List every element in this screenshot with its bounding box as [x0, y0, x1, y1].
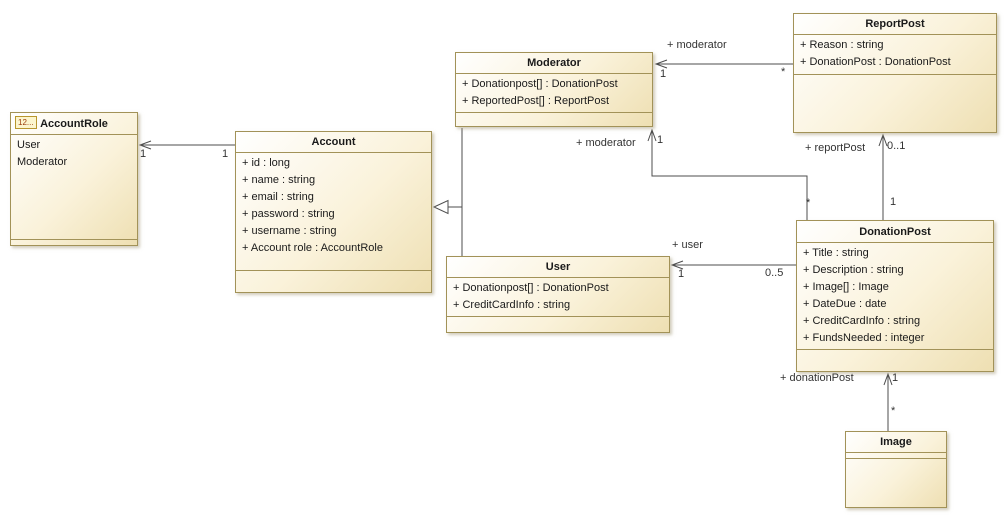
class-title-donationpost: DonationPost [797, 221, 993, 243]
role-label: + moderator [576, 137, 636, 149]
multiplicity-label: 1 [678, 268, 685, 280]
generalization-to-account[interactable] [432, 128, 463, 256]
attribute-row: + DateDue : date [803, 298, 887, 310]
operations-compartment [794, 74, 996, 132]
association-donationpost-moderator[interactable] [647, 128, 808, 220]
class-name: DonationPost [859, 225, 931, 238]
class-box-image[interactable]: Image [845, 431, 947, 508]
class-name: User [545, 261, 571, 273]
role-label: + moderator [667, 39, 727, 51]
multiplicity-label: 0..5 [765, 267, 784, 279]
multiplicity-label: 1 [140, 148, 147, 160]
operations-compartment [11, 239, 137, 245]
operations-compartment [797, 349, 993, 371]
multiplicity-label: * [806, 197, 811, 209]
operations-compartment [846, 458, 946, 507]
attribute-row: + Donationpost[] : DonationPost [453, 282, 609, 294]
operations-compartment [447, 316, 669, 332]
multiplicity-label: 1 [222, 148, 229, 160]
attribute-row: + password : string [242, 208, 335, 220]
class-name: Image [880, 436, 912, 448]
class-box-donationpost[interactable]: DonationPost + Title : string + Descripti… [796, 220, 994, 372]
multiplicity-label: 1 [892, 372, 899, 384]
attribute-row: + email : string [242, 191, 314, 203]
enum-literal: Moderator [17, 156, 68, 168]
role-label: + user [672, 239, 703, 251]
attribute-row: + Image[] : Image [803, 281, 889, 293]
enum-literal: User [17, 139, 41, 151]
attributes-compartment: + Reason : string + DonationPost : Donati… [794, 35, 996, 74]
attributes-compartment: + id : long + name : string + email : stri… [236, 153, 431, 270]
class-box-user[interactable]: User + Donationpost[] : DonationPost + Cr… [446, 256, 670, 333]
association-reportpost-moderator[interactable] [654, 59, 793, 69]
attribute-row: + CreditCardInfo : string [803, 315, 921, 327]
attribute-row: + Title : string [803, 247, 869, 259]
attributes-compartment: + Donationpost[] : DonationPost + Reporte… [456, 74, 652, 112]
attribute-row: + Donationpost[] : DonationPost [462, 78, 618, 90]
attribute-row: + FundsNeeded : integer [803, 332, 925, 344]
multiplicity-label: * [891, 405, 896, 417]
class-title-reportpost: ReportPost [794, 14, 996, 35]
attribute-row: + Reason : string [800, 39, 884, 51]
class-title-user: User [447, 257, 669, 278]
class-name: Account [311, 136, 356, 148]
association-donationpost-reportpost[interactable] [878, 133, 888, 220]
class-box-account[interactable]: Account + id : long + name : string + emai… [235, 131, 432, 293]
attribute-row: + Description : string [803, 264, 904, 276]
multiplicity-label: 1 [657, 134, 664, 146]
class-name: ReportPost [865, 18, 925, 30]
attributes-compartment: + Title : string + Description : string + … [797, 243, 993, 349]
multiplicity-label: 1 [890, 196, 897, 208]
class-name: AccountRole [40, 117, 108, 130]
multiplicity-label: 1 [660, 68, 667, 80]
multiplicity-label: * [781, 66, 786, 78]
enumeration-icon: 12... [15, 116, 37, 129]
attribute-row: + username : string [242, 225, 337, 237]
attribute-row: + id : long [242, 157, 291, 169]
attribute-row: + ReportedPost[] : ReportPost [462, 95, 610, 107]
association-image-donationpost[interactable] [883, 372, 893, 431]
operations-compartment [236, 270, 431, 292]
attribute-row: + CreditCardInfo : string [453, 299, 571, 311]
class-title-moderator: Moderator [456, 53, 652, 74]
operations-compartment [456, 112, 652, 126]
multiplicity-label: 0..1 [887, 140, 906, 152]
role-label: + donationPost [780, 372, 854, 384]
attribute-row: + DonationPost : DonationPost [800, 56, 951, 68]
class-box-reportpost[interactable]: ReportPost + Reason : string + DonationPo… [793, 13, 997, 133]
class-title-accountrole: 12... AccountRole [11, 113, 137, 135]
class-title-account: Account [236, 132, 431, 153]
class-name: Moderator [527, 57, 581, 69]
role-label: + reportPost [805, 142, 866, 154]
class-title-image: Image [846, 432, 946, 453]
attribute-row: + Account role : AccountRole [242, 242, 383, 254]
class-box-moderator[interactable]: Moderator + Donationpost[] : DonationPos… [455, 52, 653, 127]
attributes-compartment: + Donationpost[] : DonationPost + CreditC… [447, 278, 669, 316]
attribute-row: + name : string [242, 174, 316, 186]
